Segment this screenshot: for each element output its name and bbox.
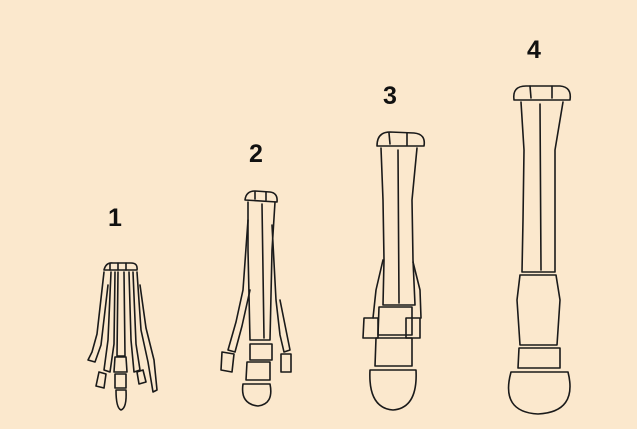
foot-drawing-2 [221,191,291,406]
foot-drawing-3 [363,132,424,410]
foot-drawing-1 [88,263,157,410]
foot-drawing-4 [509,86,571,414]
